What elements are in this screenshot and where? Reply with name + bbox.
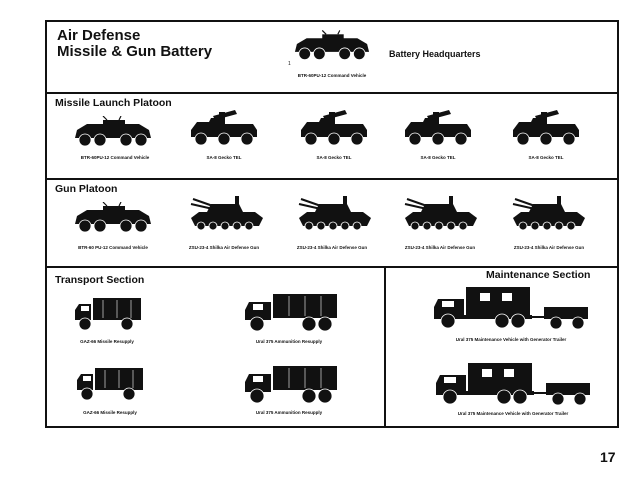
- battery-headquarters-label: Battery Headquarters: [389, 49, 481, 59]
- vehicle-caption: ZSU-23-4 Shilka Air Defense Gun: [296, 245, 368, 250]
- divider: [47, 92, 617, 94]
- page-title: Air Defense Missile & Gun Battery: [57, 28, 212, 60]
- vehicle-caption: GAZ-66 Missile Resupply: [80, 339, 134, 344]
- divider: [47, 178, 617, 180]
- ural-375-truck-icon: [243, 292, 339, 332]
- vehicle-caption: BTR-60 PU-12 Command Vehicle: [78, 245, 148, 250]
- vehicle-caption: ZSU-23-4 Shilka Air Defense Gun: [188, 245, 260, 250]
- sa8-tel-icon: [403, 108, 473, 148]
- title-line-1: Air Defense: [57, 27, 141, 44]
- page-number: 17: [600, 449, 616, 465]
- zsu-23-4-gun-icon: [507, 194, 587, 234]
- vehicle-caption: SA-8 Gecko TEL: [528, 155, 564, 160]
- sa8-tel-icon: [189, 108, 259, 148]
- btr-command-vehicle-icon: [73, 202, 153, 234]
- vehicle-caption: Ural 375 Maintenance Vehicle with Genera…: [457, 411, 569, 416]
- maintenance-vehicle-icon: [432, 287, 592, 331]
- vehicle-caption: Ural 375 Ammunition Resupply: [255, 410, 323, 415]
- vehicle-caption: BTR-60PU-12 Command Vehicle: [80, 155, 150, 160]
- vehicle-caption: SA-8 Gecko TEL: [206, 155, 242, 160]
- ural-375-truck-icon: [243, 364, 339, 404]
- vehicle-caption: ZSU-23-4 Shilka Air Defense Gun: [404, 245, 476, 250]
- missile-platoon-heading: Missile Launch Platoon: [55, 97, 172, 109]
- hq-btr-vehicle-icon: [293, 30, 371, 62]
- sa8-tel-icon: [299, 108, 369, 148]
- vehicle-caption: ZSU-23-4 Shilka Air Defense Gun: [513, 245, 585, 250]
- battery-diagram-frame: Air Defense Missile & Gun Battery 1 BTR-…: [45, 20, 619, 428]
- maintenance-vehicle-icon: [434, 363, 594, 407]
- zsu-23-4-gun-icon: [185, 194, 265, 234]
- gaz-66-truck-icon: [75, 366, 145, 402]
- hq-vehicle-caption: BTR-60PU-12 Command Vehicle: [297, 73, 367, 78]
- vehicle-caption: SA-8 Gecko TEL: [316, 155, 352, 160]
- maintenance-section-heading: Maintenance Section: [486, 269, 591, 281]
- gaz-66-truck-icon: [73, 296, 143, 332]
- hq-marker: 1: [288, 61, 291, 67]
- btr-command-vehicle-icon: [73, 116, 153, 148]
- vehicle-caption: GAZ-66 Missile Resupply: [83, 410, 137, 415]
- title-line-2: Missile & Gun Battery: [57, 43, 213, 60]
- zsu-23-4-gun-icon: [293, 194, 373, 234]
- vehicle-caption: Ural 375 Maintenance Vehicle with Genera…: [455, 337, 567, 342]
- vehicle-caption: SA-8 Gecko TEL: [420, 155, 456, 160]
- transport-section-heading: Transport Section: [55, 274, 145, 286]
- divider: [384, 266, 386, 428]
- vehicle-caption: Ural 375 Ammunition Resupply: [255, 339, 323, 344]
- gun-platoon-heading: Gun Platoon: [55, 183, 118, 195]
- sa8-tel-icon: [511, 108, 581, 148]
- zsu-23-4-gun-icon: [399, 194, 479, 234]
- divider: [47, 266, 617, 268]
